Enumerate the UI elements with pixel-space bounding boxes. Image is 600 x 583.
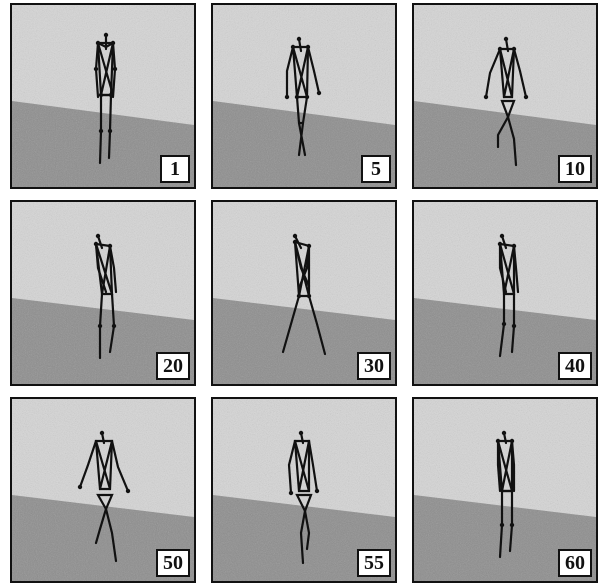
frame-number-label: 55 (357, 549, 391, 577)
frame-panel-1: 1 (10, 3, 196, 189)
frame-number-label: 30 (357, 352, 391, 380)
frame-panel-10: 10 (412, 3, 598, 189)
frame-number-label: 60 (558, 549, 592, 577)
frame-panel-5: 5 (211, 3, 397, 189)
frame-number-label: 5 (361, 155, 391, 183)
frame-number-label: 20 (156, 352, 190, 380)
frame-panel-40: 40 (412, 200, 598, 386)
frame-panel-30: 30 (211, 200, 397, 386)
frame-panel-50: 50 (10, 397, 196, 583)
frame-panel-60: 60 (412, 397, 598, 583)
frame-number-label: 40 (558, 352, 592, 380)
frame-number-label: 50 (156, 549, 190, 577)
frame-panel-20: 20 (10, 200, 196, 386)
frame-number-label: 1 (160, 155, 190, 183)
frame-number-label: 10 (558, 155, 592, 183)
frame-panel-55: 55 (211, 397, 397, 583)
